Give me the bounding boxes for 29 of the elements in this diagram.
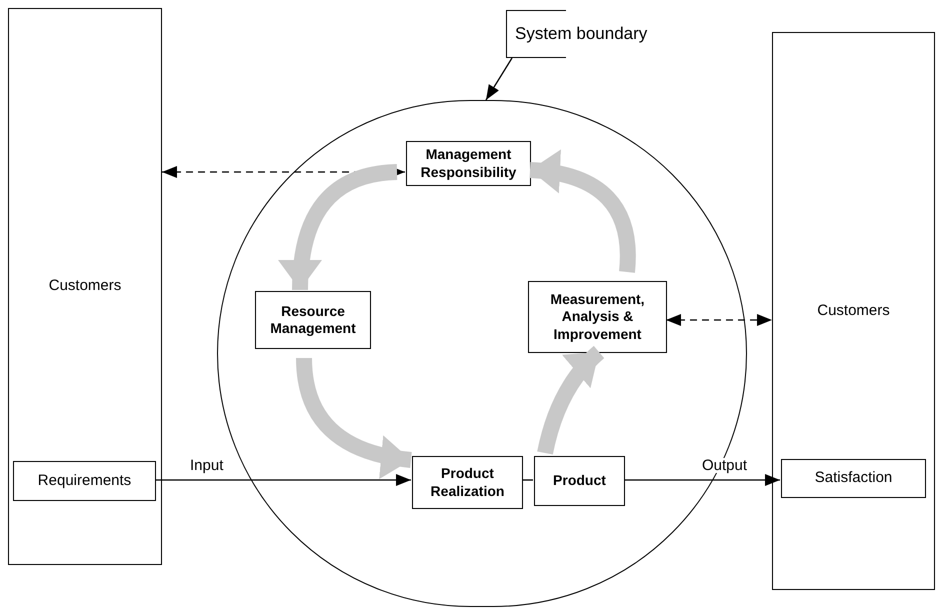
box-label: System boundary — [515, 23, 648, 45]
process-box — [534, 456, 625, 506]
process-box — [412, 456, 523, 509]
cycle-arrow — [529, 150, 636, 272]
box-label: Satisfaction — [814, 469, 892, 488]
process-box — [13, 461, 156, 501]
box-label: Product — [553, 472, 606, 490]
box-label: Customers — [817, 302, 890, 320]
process-box — [255, 291, 371, 349]
cycle-arrow — [537, 346, 604, 455]
process-box — [528, 281, 667, 353]
process-box — [406, 141, 531, 186]
customer-box — [8, 8, 162, 565]
arrow — [485, 58, 513, 100]
edge-label: Input — [188, 458, 226, 473]
arrow — [666, 314, 772, 326]
box-label: Customers — [48, 277, 122, 296]
customer-box — [772, 32, 935, 590]
cycle-arrow — [279, 164, 398, 290]
box-label: Measurement, Analysis & Improvement — [549, 290, 646, 344]
box-label: Management Responsibility — [420, 146, 518, 181]
edge-label: Output — [700, 458, 750, 473]
box-label: Resource Management — [269, 302, 357, 338]
cycle-arrow — [296, 358, 412, 478]
box-label: Product Realization — [430, 465, 506, 500]
box-label: Requirements — [38, 472, 132, 490]
arrow — [155, 474, 411, 486]
process-box — [781, 459, 926, 498]
arrow — [624, 474, 780, 486]
